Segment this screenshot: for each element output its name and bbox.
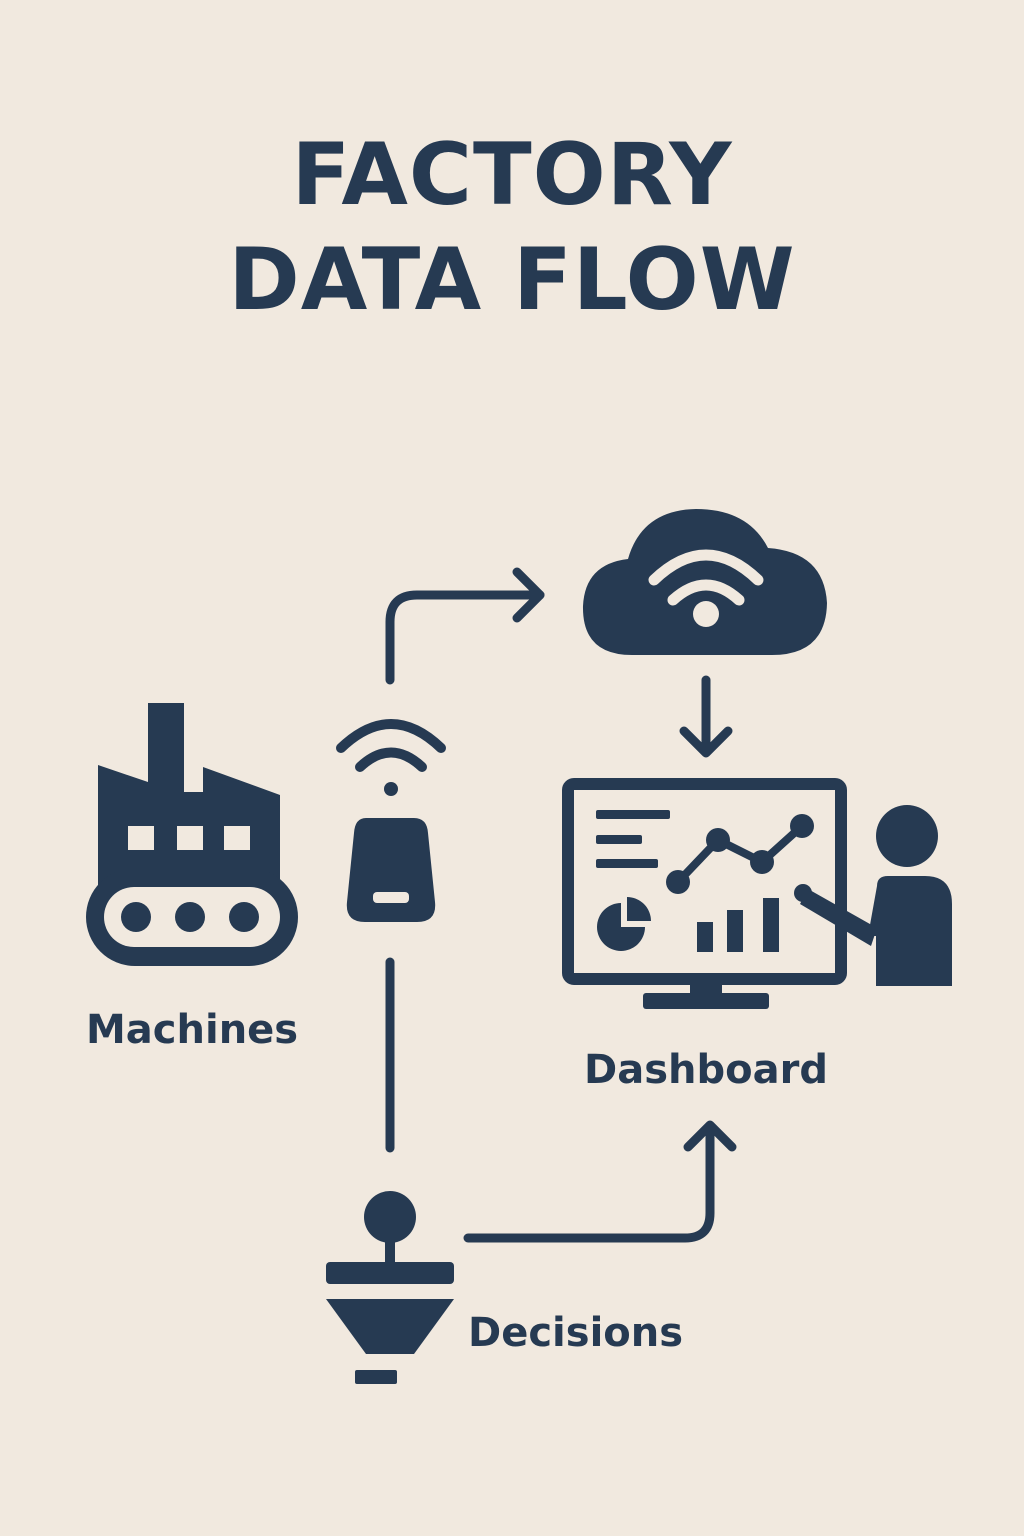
decision-funnel-icon xyxy=(326,1191,454,1384)
cloud-wifi-icon xyxy=(582,509,827,655)
page-title-line-2: DATA FLOW xyxy=(228,230,796,330)
arrowhead-sensor-to-cloud xyxy=(512,567,545,623)
dashboard-label: Dashboard xyxy=(584,1047,828,1093)
wireless-sensor-icon xyxy=(336,719,446,922)
arrow-decisions-to-dashboard xyxy=(463,1121,715,1243)
arrow-sensor-to-cloud xyxy=(385,590,545,685)
presenter-person-icon xyxy=(794,805,952,986)
factory-icon xyxy=(86,703,298,966)
machines-label: Machines xyxy=(86,1007,299,1053)
page-title-line-1: FACTORY xyxy=(291,125,733,225)
decisions-label: Decisions xyxy=(468,1310,684,1356)
arrowhead-cloud-to-dashboard xyxy=(679,726,733,758)
arrowhead-decisions-to-dashboard xyxy=(683,1120,737,1152)
monitor-analytics-icon xyxy=(562,778,847,1009)
